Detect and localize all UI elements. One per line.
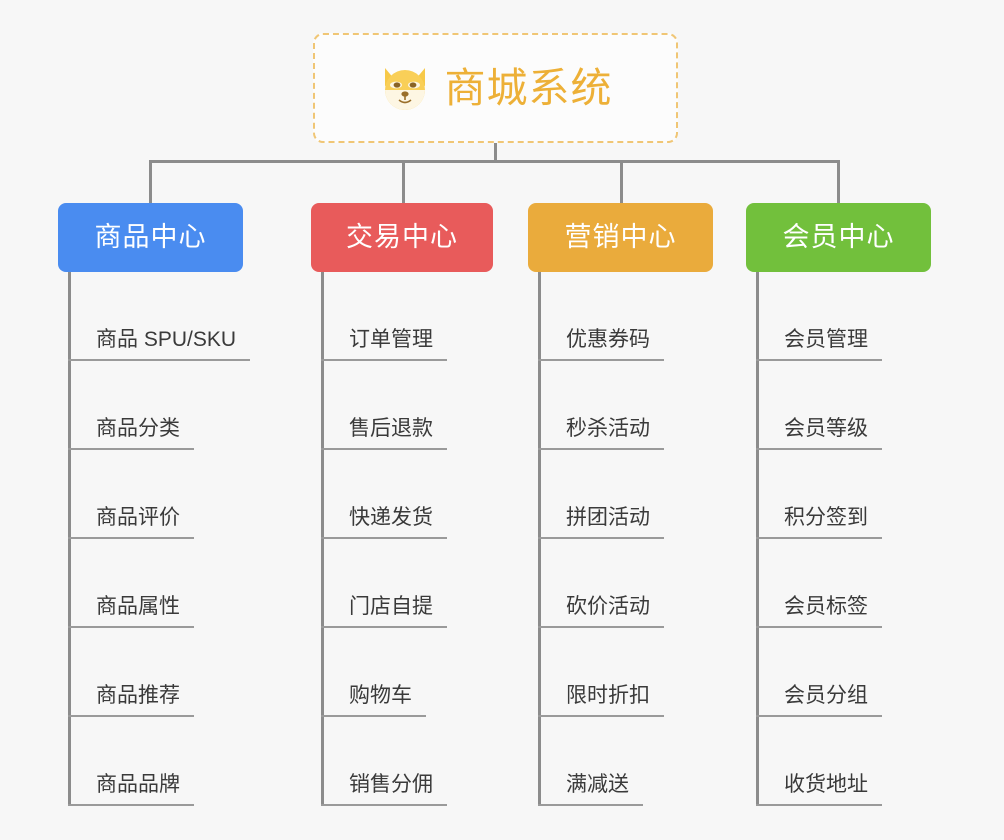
connector-drop-2 (620, 160, 623, 203)
category-column-3: 会员中心 会员管理 会员等级 积分签到 会员标签 会员分组 收货地址 (746, 203, 976, 806)
leaf-label: 售后退款 (321, 418, 447, 450)
leaf-label: 优惠券码 (538, 329, 664, 361)
leaf-item[interactable]: 限时折扣 (538, 628, 758, 717)
root-title: 商城系统 (444, 64, 613, 111)
leaf-item[interactable]: 销售分佣 (321, 717, 541, 806)
leaf-item[interactable]: 优惠券码 (538, 272, 758, 361)
leaf-label: 门店自提 (321, 596, 447, 628)
leaf-spine-1 (321, 272, 324, 806)
leaf-item[interactable]: 商品属性 (68, 539, 288, 628)
leaf-list-0: 商品 SPU/SKU 商品分类 商品评价 商品属性 商品推荐 商品品牌 (58, 272, 288, 806)
leaf-label: 积分签到 (756, 507, 882, 539)
leaf-spine-3 (756, 272, 759, 806)
leaf-label: 快递发货 (321, 507, 447, 539)
leaf-item[interactable]: 商品品牌 (68, 717, 288, 806)
leaf-item[interactable]: 购物车 (321, 628, 541, 717)
connector-root-stem (494, 143, 497, 162)
leaf-item[interactable]: 积分签到 (756, 450, 976, 539)
leaf-item[interactable]: 商品推荐 (68, 628, 288, 717)
leaf-label: 秒杀活动 (538, 418, 664, 450)
leaf-item[interactable]: 满减送 (538, 717, 758, 806)
category-header-2[interactable]: 营销中心 (528, 203, 713, 272)
leaf-label: 销售分佣 (321, 774, 447, 806)
leaf-item[interactable]: 商品 SPU/SKU (68, 272, 288, 361)
leaf-label: 购物车 (321, 685, 426, 717)
leaf-label: 砍价活动 (538, 596, 664, 628)
category-header-0[interactable]: 商品中心 (58, 203, 243, 272)
leaf-item[interactable]: 拼团活动 (538, 450, 758, 539)
leaf-spine-2 (538, 272, 541, 806)
leaf-item[interactable]: 会员分组 (756, 628, 976, 717)
leaf-label: 会员管理 (756, 329, 882, 361)
category-column-1: 交易中心 订单管理 售后退款 快递发货 门店自提 购物车 销售分佣 (311, 203, 541, 806)
connector-drop-1 (402, 160, 405, 203)
leaf-label: 拼团活动 (538, 507, 664, 539)
leaf-item[interactable]: 收货地址 (756, 717, 976, 806)
leaf-label: 限时折扣 (538, 685, 664, 717)
leaf-label: 会员等级 (756, 418, 882, 450)
leaf-item[interactable]: 会员标签 (756, 539, 976, 628)
leaf-label: 商品分类 (68, 418, 194, 450)
leaf-label: 商品属性 (68, 596, 194, 628)
category-header-1[interactable]: 交易中心 (311, 203, 493, 272)
dog-face-icon (379, 62, 431, 114)
leaf-list-2: 优惠券码 秒杀活动 拼团活动 砍价活动 限时折扣 满减送 (528, 272, 758, 806)
category-column-2: 营销中心 优惠券码 秒杀活动 拼团活动 砍价活动 限时折扣 满减送 (528, 203, 758, 806)
leaf-item[interactable]: 商品评价 (68, 450, 288, 539)
leaf-label: 会员标签 (756, 596, 882, 628)
connector-drop-0 (149, 160, 152, 203)
leaf-item[interactable]: 秒杀活动 (538, 361, 758, 450)
category-header-3[interactable]: 会员中心 (746, 203, 931, 272)
connector-horizontal-bus (149, 160, 837, 163)
leaf-list-1: 订单管理 售后退款 快递发货 门店自提 购物车 销售分佣 (311, 272, 541, 806)
leaf-item[interactable]: 商品分类 (68, 361, 288, 450)
leaf-spine-0 (68, 272, 71, 806)
connector-drop-3 (837, 160, 840, 203)
leaf-label: 商品评价 (68, 507, 194, 539)
leaf-label: 满减送 (538, 774, 643, 806)
leaf-item[interactable]: 订单管理 (321, 272, 541, 361)
leaf-item[interactable]: 会员等级 (756, 361, 976, 450)
leaf-item[interactable]: 会员管理 (756, 272, 976, 361)
leaf-label: 商品 SPU/SKU (68, 329, 251, 361)
leaf-item[interactable]: 快递发货 (321, 450, 541, 539)
root-node[interactable]: 商城系统 (313, 33, 678, 143)
leaf-label: 商品品牌 (68, 774, 194, 806)
leaf-label: 订单管理 (321, 329, 447, 361)
leaf-list-3: 会员管理 会员等级 积分签到 会员标签 会员分组 收货地址 (746, 272, 976, 806)
leaf-label: 商品推荐 (68, 685, 194, 717)
leaf-item[interactable]: 门店自提 (321, 539, 541, 628)
leaf-item[interactable]: 砍价活动 (538, 539, 758, 628)
leaf-label: 会员分组 (756, 685, 882, 717)
leaf-label: 收货地址 (756, 774, 882, 806)
leaf-item[interactable]: 售后退款 (321, 361, 541, 450)
category-column-0: 商品中心 商品 SPU/SKU 商品分类 商品评价 商品属性 商品推荐 商品品牌 (58, 203, 288, 806)
